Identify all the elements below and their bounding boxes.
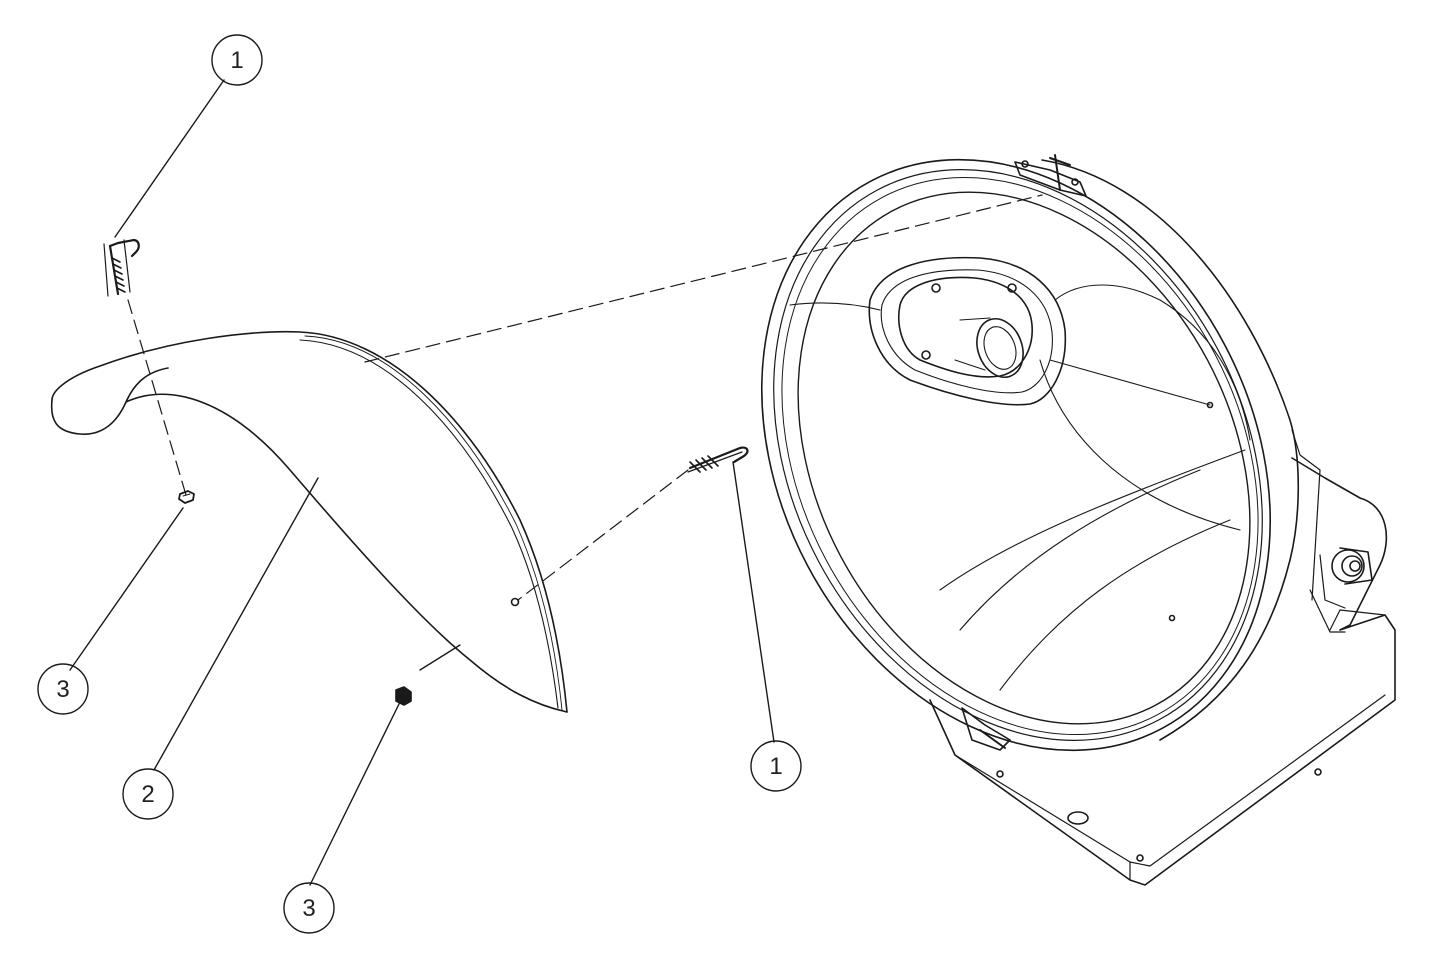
bottom-clamp bbox=[961, 707, 1011, 751]
callout-1-right: 1 bbox=[750, 740, 802, 792]
lens-outer-ring bbox=[761, 158, 1271, 752]
housing-side bbox=[1041, 159, 1300, 741]
shield-inner-rim bbox=[299, 339, 559, 709]
callout-3-bottom: 3 bbox=[283, 882, 335, 934]
top-clamp bbox=[1014, 154, 1087, 197]
lamp-tube bbox=[976, 318, 1024, 378]
callout-2-label: 2 bbox=[141, 781, 154, 808]
callout-3-bottom-label: 3 bbox=[302, 895, 315, 922]
mount-bracket bbox=[929, 457, 1396, 886]
floodlight-fixture bbox=[761, 154, 1396, 886]
dashed-line-shield-to-fixture bbox=[364, 194, 1043, 363]
socket-screw-1 bbox=[931, 283, 941, 293]
bracket-hole-2 bbox=[1136, 854, 1144, 862]
callout-1-top: 1 bbox=[211, 34, 263, 86]
pin-right bbox=[687, 446, 749, 473]
bracket-center-hole bbox=[1067, 811, 1089, 825]
nut-bottom bbox=[395, 686, 412, 706]
socket-screw-2 bbox=[1007, 283, 1017, 293]
callout-1-right-label: 1 bbox=[769, 753, 782, 780]
dashed-line-top-pin bbox=[127, 299, 187, 496]
callout-2: 2 bbox=[122, 768, 174, 820]
lamp-socket bbox=[868, 256, 1067, 406]
callout-3-left: 3 bbox=[37, 663, 89, 715]
callout-3-left-label: 3 bbox=[56, 676, 69, 703]
nut-left bbox=[178, 490, 195, 504]
shield-outer-edge bbox=[51, 330, 568, 713]
shield-part bbox=[50, 330, 568, 713]
shield-front-edge bbox=[125, 393, 568, 713]
bracket-hole-3 bbox=[1314, 768, 1322, 776]
lens-ring-3 bbox=[781, 176, 1259, 736]
shield-inner-rim-2 bbox=[304, 335, 563, 711]
leader-lines bbox=[69, 79, 775, 886]
dashed-line-right-pin bbox=[517, 469, 689, 601]
shield-hole bbox=[510, 597, 520, 607]
assembly-dashed-lines bbox=[127, 194, 1043, 601]
lens-inner-ring bbox=[797, 191, 1251, 725]
callout-1-top-label: 1 bbox=[230, 47, 243, 74]
pin-top bbox=[103, 238, 140, 297]
bracket-hole-1 bbox=[996, 770, 1004, 778]
lens-ring-2 bbox=[773, 169, 1263, 741]
pivot-bolt bbox=[1331, 547, 1373, 585]
socket-screw-3 bbox=[921, 350, 931, 360]
shield-curl-left bbox=[50, 367, 169, 435]
